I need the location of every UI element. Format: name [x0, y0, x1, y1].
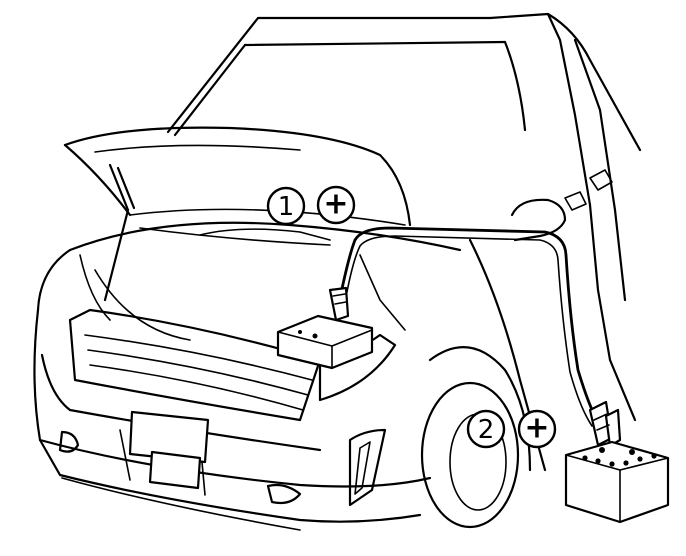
step-1-number: 1 [278, 192, 295, 222]
open-hood-icon [63, 126, 412, 341]
step-2-number: 2 [478, 415, 495, 445]
cable-clamp-icon [588, 400, 622, 448]
step-1-marker: 1 + [266, 185, 356, 226]
engine-battery-icon [276, 314, 374, 370]
step-2-marker: 2 + [466, 409, 557, 449]
vehicle-icon [33, 12, 642, 531]
booster-battery-icon [564, 440, 670, 524]
front-grille-icon [40, 308, 397, 507]
cable-clamp-icon [328, 286, 350, 322]
step-2-positive-symbol: + [524, 411, 549, 446]
jumper-cable-icon [336, 226, 602, 427]
step-1-positive-symbol: + [323, 187, 348, 222]
license-plate [128, 410, 210, 464]
